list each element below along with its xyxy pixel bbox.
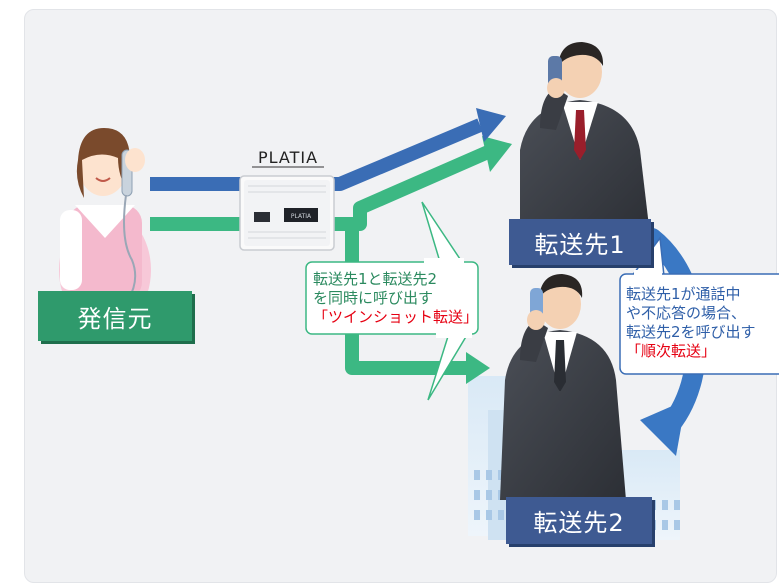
blue-route-arrow <box>150 108 506 191</box>
platia-logo: PLATIA <box>258 148 318 167</box>
destination1-man-illustration <box>520 42 650 235</box>
sequential-callout: 転送先1が通話中 や不応答の場合、 転送先2を呼び出す 「順次転送」 <box>626 285 778 361</box>
twin-shot-text-line2: を同時に呼び出す <box>313 289 434 307</box>
sequential-text-line2: や不応答の場合、 <box>626 304 747 322</box>
destination2-man-illustration <box>500 274 626 500</box>
destination2-label: 転送先2 <box>506 497 652 544</box>
sequential-method-name: 「順次転送」 <box>626 342 717 360</box>
twin-shot-method-name: 「ツインショット転送」 <box>313 308 479 326</box>
sequential-text-line3: 転送先2を呼び出す <box>626 323 756 341</box>
sequential-text-line1: 転送先1が通話中 <box>626 285 741 303</box>
platia-device: PLATIA <box>239 175 335 251</box>
twin-shot-callout: 転送先1と転送先2 を同時に呼び出す 「ツインショット転送」 <box>313 270 479 327</box>
source-label: 発信元 <box>38 291 192 341</box>
device-display-text: PLATIA <box>291 213 312 220</box>
twin-shot-callout-shape <box>305 201 479 401</box>
twin-shot-text-line1: 転送先1と転送先2 <box>313 270 438 288</box>
destination1-label: 転送先1 <box>509 219 651 265</box>
